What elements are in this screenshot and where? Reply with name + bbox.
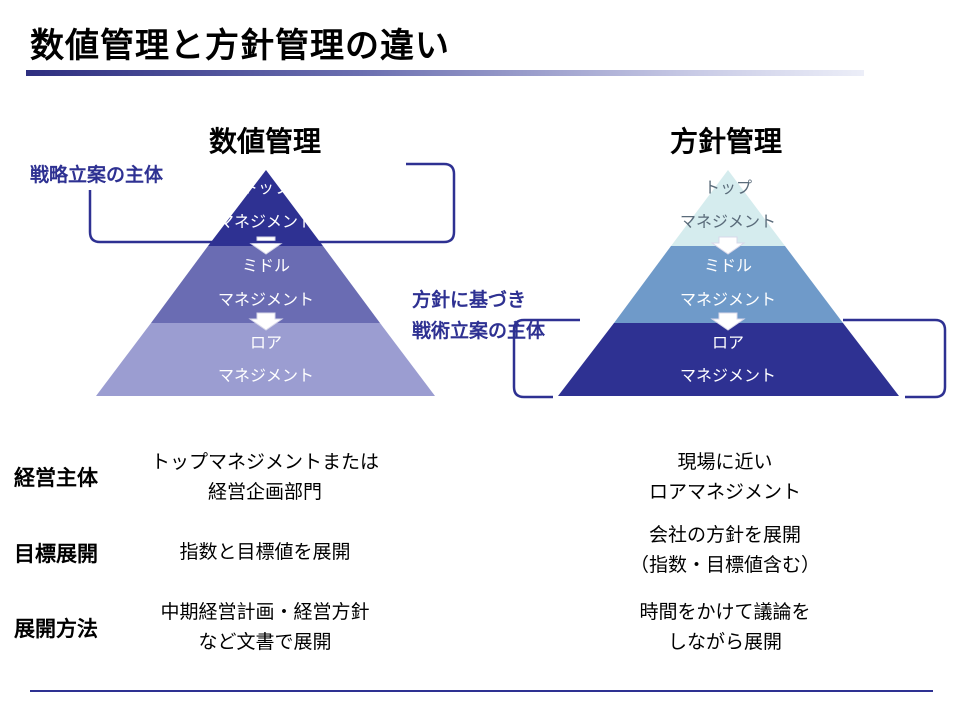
right-tier-low — [558, 323, 899, 396]
left-mid-tier-label2: マネジメント — [217, 290, 314, 309]
left-low-tier-label2: マネジメント — [217, 366, 314, 385]
slide-title: 数値管理と方針管理の違い — [30, 26, 450, 66]
bottom-divider — [30, 690, 933, 692]
left-tier-mid — [151, 246, 380, 323]
left-tier-low — [96, 323, 435, 396]
row2-right-line1: 会社の方針を展開 — [648, 524, 801, 546]
left-arrow-2 — [248, 312, 284, 331]
row2-right-line2: （指数・目標値含む） — [629, 554, 820, 576]
left-column-heading: 数値管理 — [208, 125, 321, 158]
right-low-tier-label1: ロア — [711, 333, 744, 352]
row1-left-line1: トップマネジメントまたは — [150, 451, 379, 473]
right-arrow-2 — [710, 312, 746, 331]
right-mid-tier-label2: マネジメント — [679, 290, 776, 309]
row1-right-line1: 現場に近い — [677, 451, 773, 473]
left-callout-label: 戦略立案の主体 — [30, 164, 164, 186]
row1-right-line2: ロアマネジメント — [648, 481, 801, 503]
row-label-target-deployment: 目標展開 — [14, 542, 98, 566]
right-callout-label-line1: 方針に基づき — [412, 289, 527, 311]
left-top-tier-label2: マネジメント — [217, 212, 314, 231]
title-underline-bar — [26, 70, 864, 76]
left-tier-top — [208, 170, 323, 246]
row3-right-line1: 時間をかけて議論を — [639, 601, 811, 623]
row3-left-line2: など文書で展開 — [198, 631, 332, 653]
right-low-tier-label2: マネジメント — [679, 366, 776, 385]
row3-left-line1: 中期経営計画・経営方針 — [160, 601, 370, 623]
right-tier-mid — [614, 246, 843, 323]
row3-right-line2: しながら展開 — [667, 631, 782, 653]
left-mid-tier-label1: ミドル — [241, 256, 290, 275]
row-label-deployment-method: 展開方法 — [14, 617, 98, 641]
right-column-heading: 方針管理 — [669, 125, 782, 158]
right-callout-bracket — [512, 318, 947, 399]
right-top-tier-label1: トップ — [703, 178, 752, 197]
right-mid-tier-label1: ミドル — [703, 256, 752, 275]
left-low-tier-label1: ロア — [249, 333, 282, 352]
right-arrow-1 — [710, 236, 746, 255]
left-top-tier-label1: トップ — [241, 178, 290, 197]
right-top-tier-label2: マネジメント — [679, 212, 776, 231]
right-tier-top — [671, 170, 785, 246]
row2-left-line1: 指数と目標値を展開 — [179, 541, 351, 563]
row1-left-line2: 経営企画部門 — [207, 481, 322, 503]
left-callout-bracket — [88, 162, 456, 244]
row-label-management: 経営主体 — [14, 466, 98, 490]
right-callout-label-line2: 戦術立案の主体 — [412, 320, 546, 342]
